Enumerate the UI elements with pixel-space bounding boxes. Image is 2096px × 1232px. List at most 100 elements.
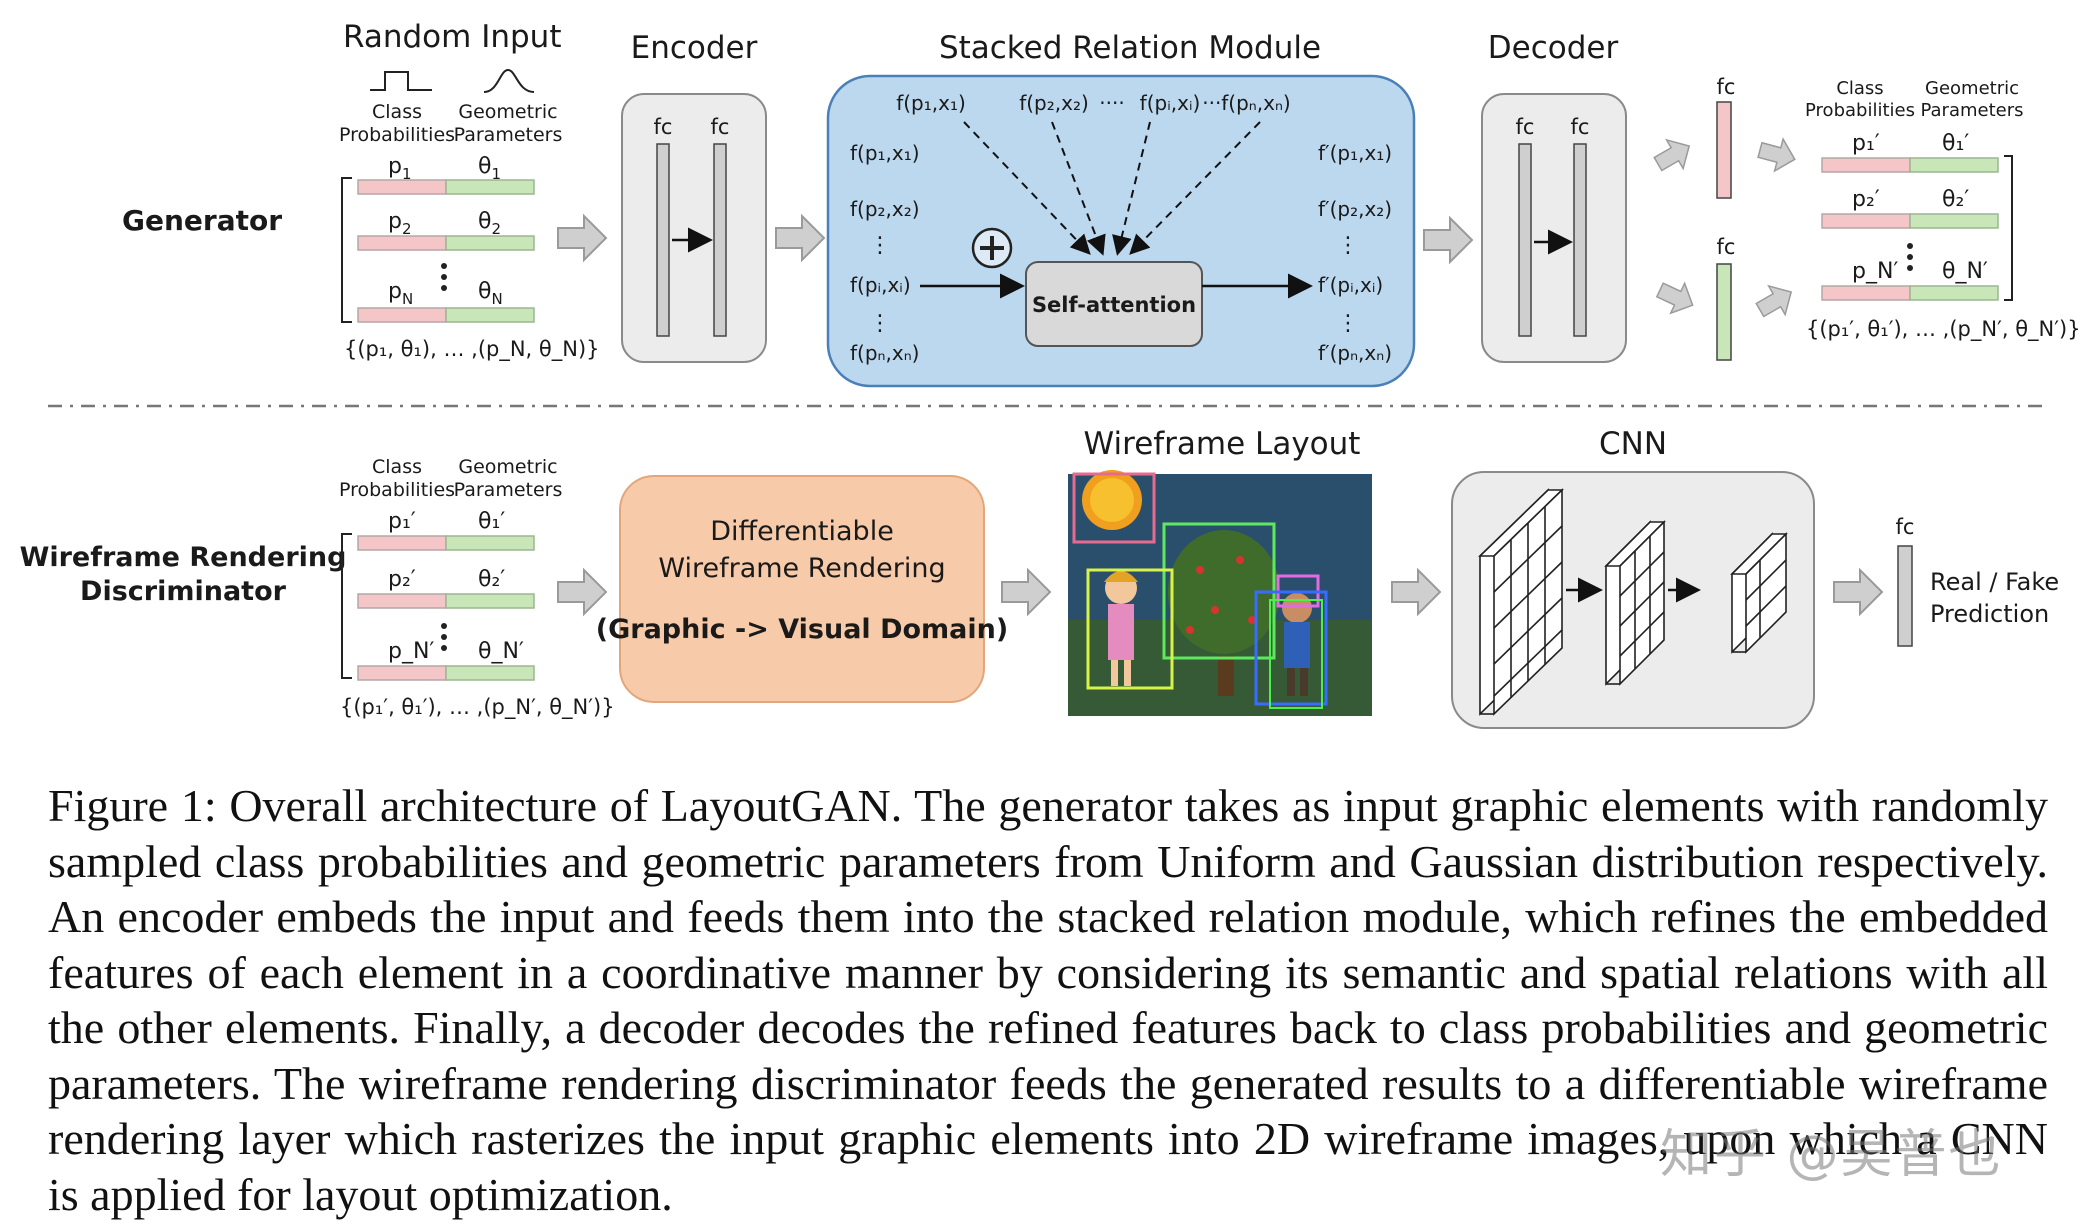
gen-in-thetaN: θN	[478, 279, 503, 308]
gen-out-pN: p_N′	[1852, 259, 1898, 284]
relation-right-2: f′(p₂,x₂)	[1318, 197, 1392, 221]
ellipsis-dot	[1907, 265, 1913, 271]
self-attention-label: Self-attention	[1032, 293, 1196, 317]
class-label: Class	[1836, 78, 1883, 99]
disc-in-p2: p₂′	[388, 567, 416, 592]
flow-arrow	[775, 215, 825, 261]
flow-arrow	[1751, 276, 1801, 326]
gen-out-theta1: θ₁′	[1942, 131, 1969, 156]
relation-left-n: f(pₙ,xₙ)	[850, 341, 919, 365]
flow-arrow	[1652, 274, 1701, 321]
relation-top-1: f(p₁,x₁)	[896, 91, 966, 115]
class-prob-bar	[357, 235, 447, 251]
vertical-dots: ⋮	[869, 311, 891, 336]
input-bracket	[341, 177, 352, 323]
disc-in-pN: p_N′	[388, 639, 434, 664]
discriminator-label-1: Wireframe Rendering	[20, 542, 347, 573]
probabilities-label: Probabilities	[339, 124, 455, 146]
gen-output-set: {(p₁′, θ₁′), … ,(p_N′, θ_N′)}	[1806, 317, 2081, 342]
flow-arrow	[1833, 569, 1883, 615]
geometric-bar	[445, 179, 535, 195]
geometric-bar	[1909, 157, 1999, 173]
gen-out-p2: p₂′	[1852, 187, 1880, 212]
flow-arrow	[1391, 569, 1441, 615]
relation-right-i: f′(pᵢ,xᵢ)	[1318, 273, 1383, 297]
class-label: Class	[372, 101, 422, 123]
decoder-title: Decoder	[1488, 30, 1619, 66]
fc-output-layer	[1897, 545, 1913, 647]
prediction-label: Prediction	[1930, 600, 2049, 628]
uniform-distribution-icon	[370, 71, 432, 91]
class-prob-bar	[1821, 157, 1911, 173]
geometric-bar	[445, 307, 535, 323]
flow-arrow	[1423, 217, 1473, 263]
self-attention-box	[1025, 261, 1203, 347]
vertical-dots: ⋮	[1337, 233, 1359, 258]
feature-map-1	[1478, 488, 1564, 716]
fc-label: fc	[654, 115, 673, 139]
feature-map-3	[1730, 532, 1788, 654]
relation-module-box	[826, 74, 1416, 388]
relation-left-i: f(pᵢ,xᵢ)	[850, 273, 911, 297]
geometric-label: Geometric	[458, 456, 557, 478]
encoder-box	[621, 93, 767, 363]
watermark: 知乎 @吴普也	[1660, 1125, 2003, 1185]
fc-layer	[1518, 143, 1532, 337]
disc-in-thetaN: θ_N′	[478, 639, 524, 664]
gen-in-theta2: θ2	[478, 209, 501, 238]
ellipsis-dot	[1907, 254, 1913, 260]
disc-input-set: {(p₁′, θ₁′), … ,(p_N′, θ_N′)}	[340, 695, 615, 720]
relation-right-1: f′(p₁,x₁)	[1318, 141, 1392, 165]
probabilities-label: Probabilities	[339, 479, 455, 501]
attention-link	[1051, 121, 1106, 256]
disc-in-theta2: θ₂′	[478, 567, 505, 592]
gen-in-theta1: θ1	[478, 154, 501, 183]
geometric-bar	[445, 235, 535, 251]
flow-arrow	[557, 215, 607, 261]
relation-top-2: f(p₂,x₂)	[1019, 91, 1089, 115]
render-line-1: Differentiable	[710, 516, 894, 547]
gaussian-distribution-icon	[483, 68, 535, 93]
fc-layer	[713, 143, 727, 337]
flow-arrow	[1001, 569, 1051, 615]
wireframe-layout-title: Wireframe Layout	[1084, 426, 1361, 462]
dots: ····	[1202, 91, 1227, 115]
gen-out-theta2: θ₂′	[1942, 187, 1969, 212]
flow-arrow	[557, 569, 607, 615]
ellipsis-dot	[441, 285, 447, 291]
relation-left-2: f(p₂,x₂)	[850, 197, 920, 221]
relation-top-n: f(pₙ,xₙ)	[1221, 91, 1290, 115]
class-prob-bar	[357, 179, 447, 195]
attention-link	[963, 121, 1091, 255]
fc-label: fc	[711, 115, 730, 139]
output-bracket	[2004, 155, 2013, 301]
ellipsis-dot	[441, 645, 447, 651]
gen-out-p1: p₁′	[1852, 131, 1880, 156]
relation-left-1: f(p₁,x₁)	[850, 141, 920, 165]
encoder-title: Encoder	[631, 30, 758, 66]
render-line-2: Wireframe Rendering	[658, 553, 945, 584]
parameters-label: Parameters	[1920, 100, 2023, 121]
probabilities-label: Probabilities	[1805, 100, 1915, 121]
ellipsis-dot	[441, 623, 447, 629]
discriminator-label-2: Discriminator	[80, 576, 287, 607]
ellipsis-dot	[441, 274, 447, 280]
geometric-bar	[445, 665, 535, 681]
fc-label: fc	[1717, 235, 1736, 259]
render-line-3: (Graphic -> Visual Domain)	[596, 614, 1008, 645]
ellipsis-dot	[1907, 243, 1913, 249]
random-input-title: Random Input	[343, 19, 561, 55]
gen-in-p2: p2	[388, 209, 412, 238]
decoder-box	[1481, 93, 1627, 363]
parameters-label: Parameters	[454, 124, 563, 146]
wireframe-render-box	[619, 475, 985, 703]
input-bracket	[341, 533, 352, 679]
class-prob-bar	[357, 665, 447, 681]
fc-label: fc	[1896, 515, 1915, 539]
wireframe-layout-image	[1068, 470, 1372, 716]
fc-class-head	[1716, 101, 1732, 199]
flow-arrow	[1754, 133, 1800, 177]
architecture-diagram: Generator Random Input Class Probabiliti…	[20, 19, 2081, 729]
ellipsis-dot	[441, 634, 447, 640]
class-prob-bar	[357, 535, 447, 551]
